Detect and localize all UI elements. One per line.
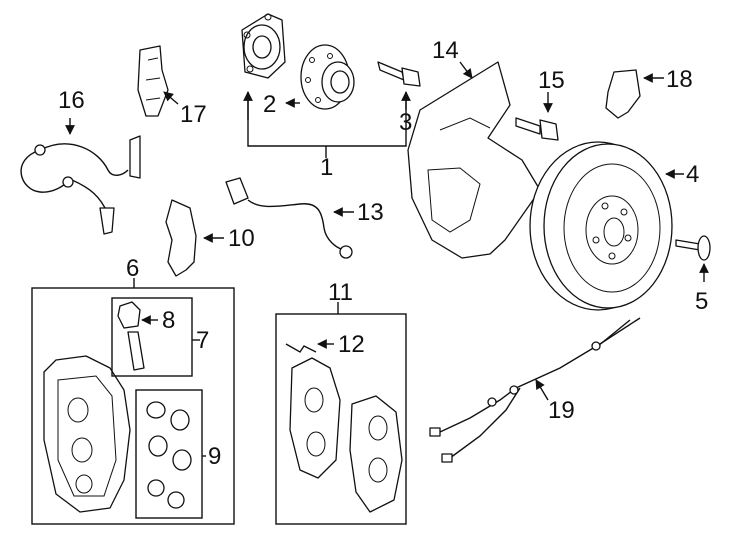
brake-pad-outer [349,395,403,513]
callout-9: 9 [208,443,221,470]
pad-kit-box [275,313,407,525]
callout-13: 13 [357,199,384,226]
abs-sensor-harness [20,135,141,235]
callout-5: 5 [695,288,708,315]
brake-pad-inner [289,357,341,479]
callout-10: 10 [228,225,255,252]
wear-sensor [225,177,353,259]
callout-16: 16 [58,87,85,114]
bracket [165,199,197,277]
callout-1: 1 [320,154,333,181]
callout-18: 18 [666,66,693,93]
wheel-bearing-housing [241,13,286,79]
hub-bolt [377,61,421,87]
wear-sensor-harness [429,317,641,463]
callout-17: 17 [180,101,207,128]
sensor-bracket [605,69,641,119]
caliper-kit-box [31,287,235,525]
brake-caliper [43,355,131,513]
bolt-kit-box [111,297,193,377]
callout-4: 4 [686,161,699,188]
wheel-hub [300,44,355,110]
caliper-bolt [117,301,145,371]
callout-7: 7 [196,327,209,354]
callout-6: 6 [126,255,139,282]
callout-14: 14 [432,37,459,64]
brake-rotor [529,141,673,311]
callout-11: 11 [328,279,353,306]
callout-19: 19 [548,397,575,424]
callout-12: 12 [338,331,365,358]
callout-3: 3 [399,109,412,136]
rotor-screw [675,235,711,261]
shield-bolt [515,117,559,141]
dust-shield [407,61,541,259]
callout-8: 8 [162,307,175,334]
seal-kit-box [135,389,203,519]
callout-15: 15 [538,67,565,94]
harness-bracket [137,45,169,117]
caliper-seals [146,401,192,509]
pad-clip [285,343,317,353]
callout-2: 2 [263,91,276,118]
